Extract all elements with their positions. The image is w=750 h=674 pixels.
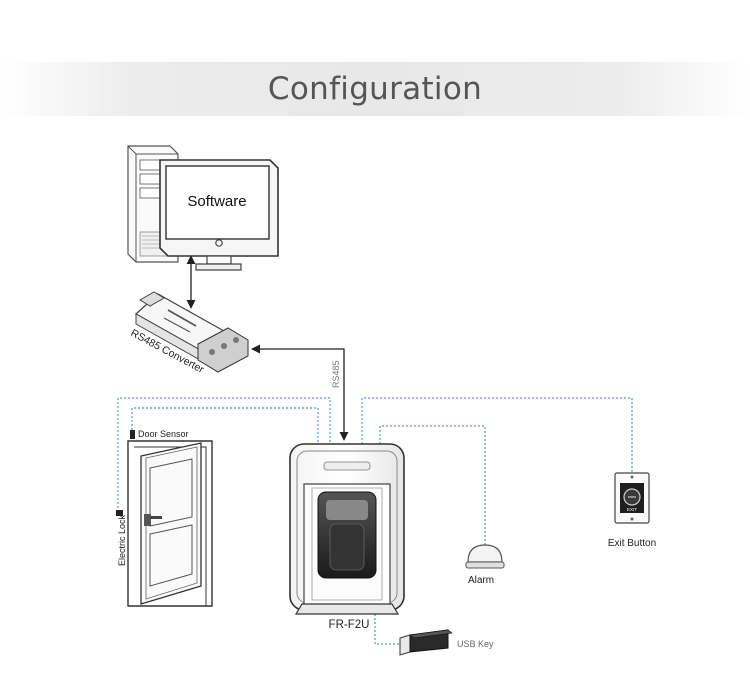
usb-key: USB Key — [399, 629, 494, 656]
software-label: Software — [187, 193, 246, 210]
door-handle — [150, 516, 162, 519]
electric-lock-label: Electric Lock — [117, 514, 127, 566]
alarm-label: Alarm — [468, 575, 494, 586]
door-sensor-icon — [130, 430, 135, 439]
door-sensor-wire — [131, 407, 319, 444]
exit-button-label: Exit Button — [608, 538, 656, 549]
usb-wire — [374, 614, 400, 645]
alarm-wire — [379, 425, 486, 545]
lock-plate — [144, 514, 151, 526]
exit-button-wire — [361, 397, 633, 473]
door: Door Sensor Electric Lock — [116, 429, 213, 607]
alarm: Alarm — [465, 544, 505, 586]
rs485-link — [251, 344, 349, 441]
rs485-label: RS485 — [331, 360, 341, 388]
monitor: Software — [159, 159, 279, 271]
door-sensor-label: Door Sensor — [138, 429, 189, 439]
exit-face-text: EXIT — [627, 507, 637, 512]
power-icon — [215, 239, 223, 247]
electric-lock-icon — [116, 510, 123, 516]
electric-lock-wire — [117, 397, 331, 512]
reader-label: FR-F2U — [329, 619, 370, 631]
rs485-converter: RS485 Converter — [129, 291, 249, 376]
wiring — [117, 397, 633, 645]
sensor-glare — [326, 500, 368, 520]
fingerprint-reader: FR-F2U — [289, 443, 405, 631]
usb-key-label: USB Key — [457, 639, 494, 649]
computer: Software — [127, 145, 279, 271]
title-band: Configuration — [0, 62, 750, 116]
exit-button: EXIT Exit Button — [608, 472, 656, 549]
page-title: Configuration — [267, 71, 483, 107]
